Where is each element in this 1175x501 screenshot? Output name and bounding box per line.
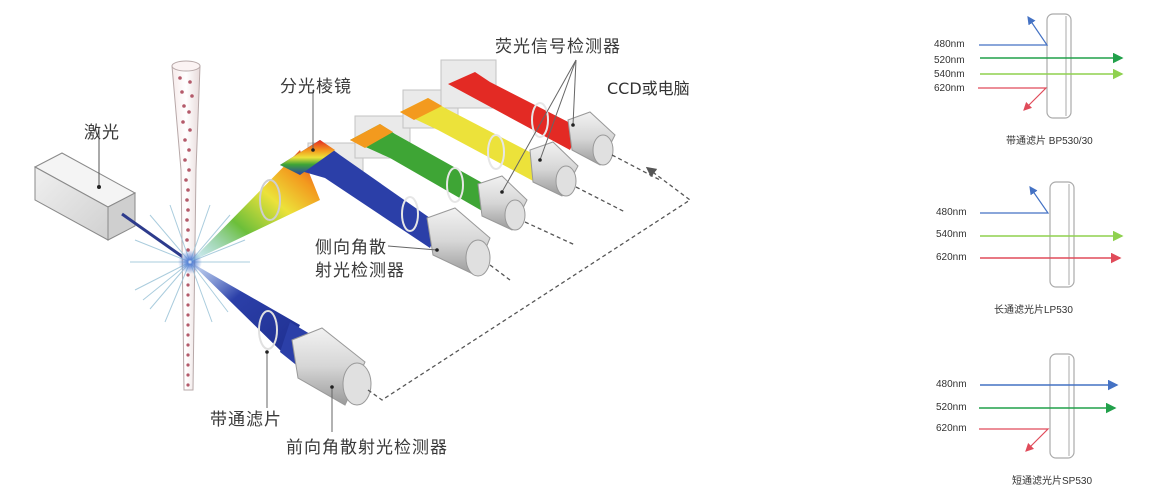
- signal-lines: [367, 154, 692, 401]
- laser-source: [33, 130, 191, 264]
- fluorescence-detector-label: 荧光信号检测器: [495, 37, 621, 57]
- ccd-computer-label: CCD或电脑: [607, 79, 690, 98]
- optical-path-illustration: [33, 59, 692, 432]
- filter-panel-shortpass: 480nm 520nm 620nm 短通滤光片SP530: [920, 340, 1160, 501]
- filter-panel-bandpass: 480nm 520nm 540nm 620nm 带通滤片 BP530/30: [920, 0, 1160, 160]
- wavelength-label: 520nm: [934, 55, 965, 66]
- wavelength-label: 540nm: [934, 69, 965, 80]
- wavelength-label: 480nm: [934, 39, 965, 50]
- wavelength-label: 620nm: [936, 423, 967, 434]
- filter-caption: 带通滤片 BP530/30: [1006, 136, 1093, 147]
- bandpass-filter-illustration: [978, 13, 1124, 119]
- fluorescence-cone: [190, 150, 320, 262]
- shortpass-filter-illustration: [979, 353, 1119, 459]
- green-beam: [350, 124, 495, 212]
- wavelength-label: 520nm: [936, 402, 967, 413]
- wavelength-label: 620nm: [936, 252, 967, 263]
- sample-flow-tube: [171, 60, 201, 391]
- detector-side-scatter: [426, 207, 491, 277]
- detector-green: [477, 175, 528, 231]
- detector-red: [567, 111, 616, 166]
- filter-caption: 长通滤光片LP530: [994, 305, 1073, 316]
- forward-scatter-label: 前向角散射光检测器: [286, 438, 448, 458]
- filter-caption: 短通滤光片SP530: [1012, 476, 1093, 487]
- wavelength-label: 480nm: [936, 207, 967, 218]
- laser-label: 激光: [84, 123, 120, 143]
- detector-forward-scatter: [291, 327, 372, 406]
- bandpass-filter-label: 带通滤片: [210, 410, 282, 430]
- wavelength-label: 620nm: [934, 83, 965, 94]
- leader-lines: [266, 59, 577, 432]
- filter-panel-longpass: 480nm 540nm 620nm 长通滤光片LP530: [920, 170, 1160, 330]
- yellow-beam: [400, 98, 545, 182]
- side-scatter-beam: [280, 140, 440, 248]
- wavelength-label: 540nm: [936, 229, 967, 240]
- red-beam: [448, 72, 580, 150]
- prism-label: 分光棱镜: [280, 77, 352, 97]
- bandpass-filter-ring: [259, 179, 281, 221]
- longpass-filter-illustration: [980, 181, 1124, 288]
- wavelength-label: 480nm: [936, 379, 967, 390]
- detector-yellow: [529, 141, 579, 197]
- side-scatter-label-line1: 侧向角散: [315, 238, 387, 258]
- side-scatter-label-line2: 射光检测器: [315, 261, 405, 281]
